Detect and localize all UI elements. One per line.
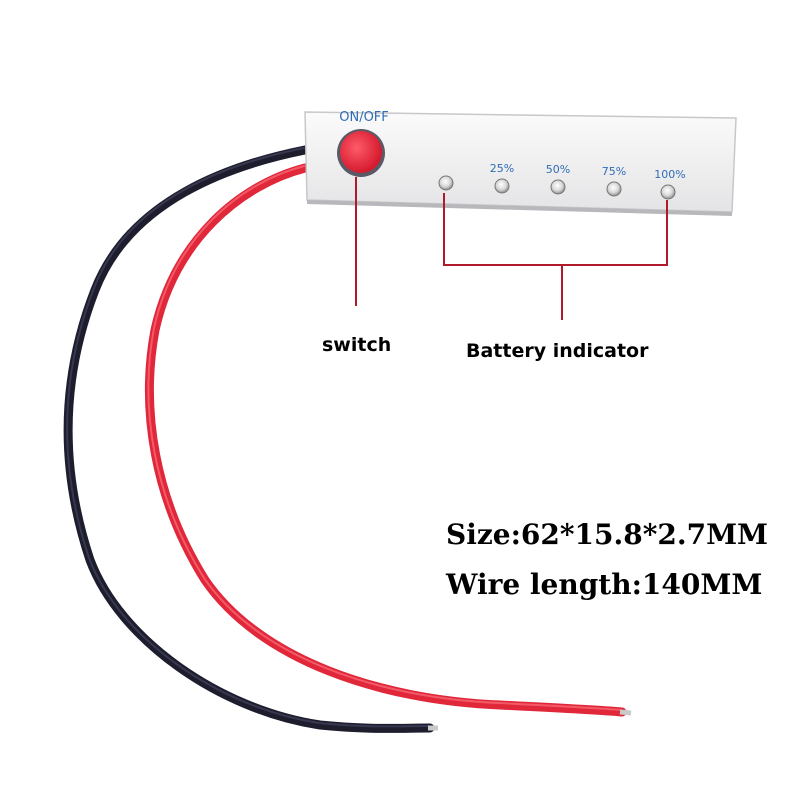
wire-length-spec: Wire length:140MM <box>446 568 763 601</box>
battery-indicator-callout: Battery indicator <box>466 340 649 362</box>
led-50 <box>550 179 566 195</box>
indicator-callout-bracket <box>443 193 668 320</box>
indicator-board: ON/OFF 25% 50% 75% 100% <box>304 110 737 216</box>
led-75 <box>606 181 622 197</box>
power-label: ON/OFF <box>339 110 389 125</box>
size-spec: Size:62*15.8*2.7MM <box>446 518 769 551</box>
switch-callout: switch <box>322 334 392 356</box>
red-wire <box>144 163 632 717</box>
level-label-50: 50% <box>546 163 570 176</box>
level-label-75: 75% <box>602 165 626 178</box>
power-button[interactable] <box>337 129 385 177</box>
level-label-25: 25% <box>490 162 514 175</box>
level-label-100: 100% <box>654 168 685 181</box>
led-0 <box>438 175 454 191</box>
black-wire <box>63 145 438 733</box>
led-100 <box>660 184 676 200</box>
led-25 <box>494 178 510 194</box>
